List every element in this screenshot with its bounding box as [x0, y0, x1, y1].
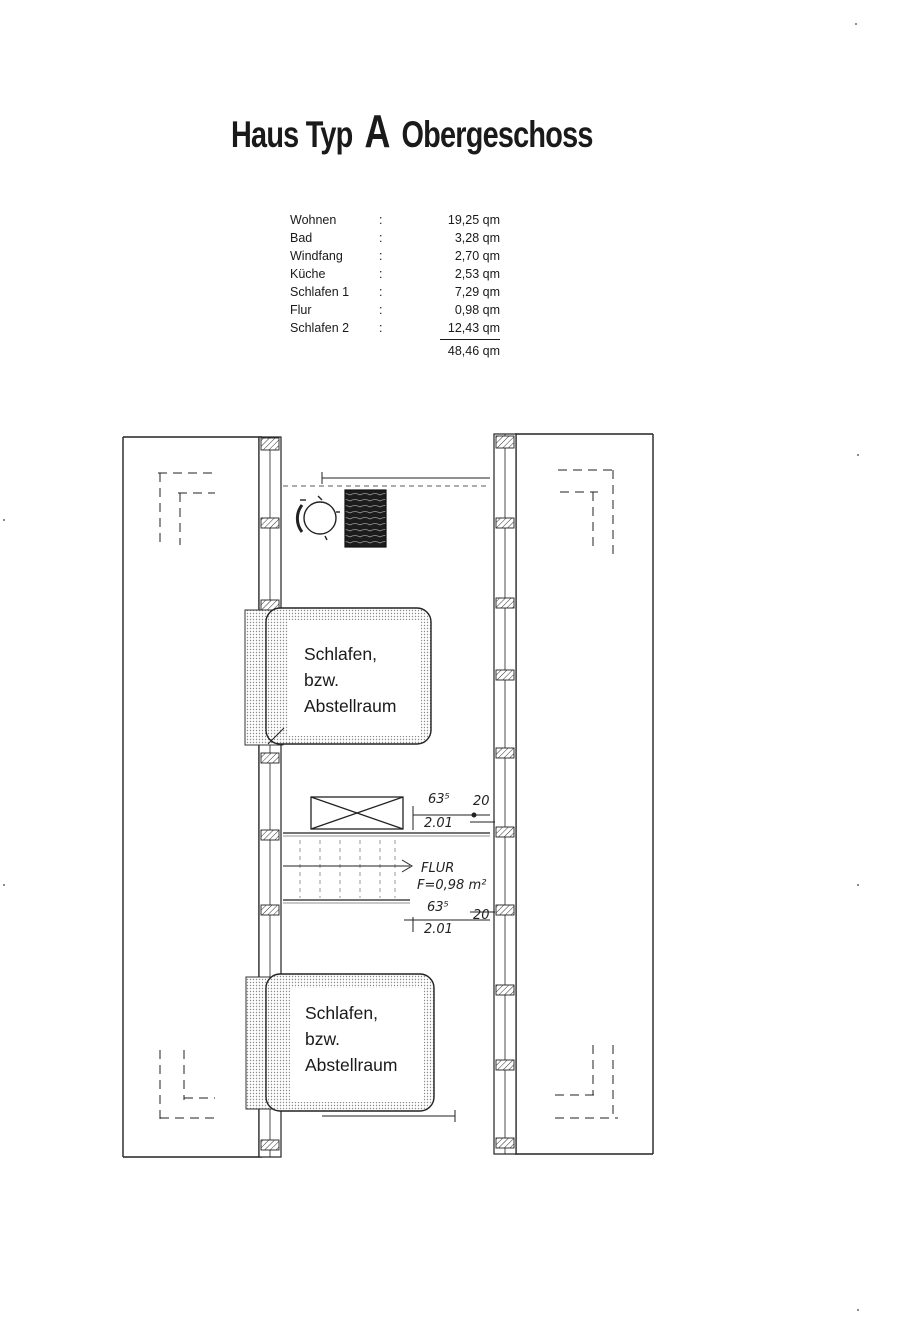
- wood-stool-icon: [344, 489, 387, 548]
- area-colon: :: [379, 231, 383, 245]
- area-row: Schlafen 1 : 7,29 qm: [290, 283, 500, 301]
- room-label-line: Schlafen,: [304, 644, 377, 664]
- area-name: Windfang: [290, 249, 343, 263]
- area-value: 3,28 qm: [454, 231, 500, 245]
- area-value: 12,43 qm: [447, 321, 500, 335]
- dimension-annotation: 2.01: [424, 922, 453, 937]
- area-row: Flur : 0,98 qm: [290, 301, 500, 319]
- sum-line: [440, 339, 500, 340]
- right-wall: [493, 433, 517, 1155]
- area-value: 7,29 qm: [454, 285, 500, 299]
- room-box-bottom: [245, 973, 456, 1122]
- area-value: 19,25 qm: [447, 213, 500, 227]
- right-roof-slope: [515, 433, 654, 1155]
- area-colon: :: [379, 249, 383, 263]
- dimension-marks: [404, 806, 495, 932]
- flur-annotation: FLUR: [421, 861, 455, 876]
- area-row: Küche : 2,53 qm: [290, 265, 500, 283]
- area-value: 0,98 qm: [454, 303, 500, 317]
- page-title: Haus Typ A Obergeschoss: [231, 108, 593, 154]
- room-box-top: [244, 607, 432, 746]
- chimney-box: [310, 796, 404, 830]
- area-value: 2,70 qm: [454, 249, 500, 263]
- area-name: Schlafen 1: [290, 285, 350, 299]
- area-colon: :: [379, 321, 383, 335]
- room-label-bottom: Schlafen, bzw. Abstellraum: [305, 1000, 397, 1078]
- area-total-value: 48,46 qm: [447, 344, 500, 358]
- area-name: Schlafen 2: [290, 321, 350, 335]
- area-table: Wohnen : 19,25 qm Bad : 3,28 qm Windfang…: [290, 211, 500, 359]
- area-colon: :: [379, 285, 383, 299]
- area-row: Bad : 3,28 qm: [290, 229, 500, 247]
- area-row: Wohnen : 19,25 qm: [290, 211, 500, 229]
- room-label-line: bzw.: [305, 1029, 341, 1049]
- room-label-line: Schlafen,: [305, 1003, 378, 1023]
- dimension-annotation: 63⁵: [428, 792, 450, 807]
- top-dimension-line: [283, 472, 490, 487]
- room-label-top: Schlafen, bzw. Abstellraum: [304, 641, 396, 719]
- area-name: Küche: [290, 267, 326, 281]
- title-suffix: Obergeschoss: [401, 114, 594, 155]
- title-letter: A: [364, 105, 390, 157]
- area-row: Windfang : 2,70 qm: [290, 247, 500, 265]
- area-name: Flur: [290, 303, 312, 317]
- area-total-row: 48,46 qm: [290, 339, 500, 359]
- dimension-annotation: 2.01: [424, 816, 453, 831]
- scan-specks: [3, 23, 859, 1311]
- area-name: Bad: [290, 231, 313, 245]
- flur-area-annotation: F=0,98 m²: [417, 878, 487, 893]
- chair-icon: [295, 495, 340, 541]
- staircase: [283, 832, 490, 904]
- room-label-line: bzw.: [304, 670, 340, 690]
- area-colon: :: [379, 303, 383, 317]
- area-value: 2,53 qm: [454, 267, 500, 281]
- title-prefix: Haus Typ: [231, 114, 353, 155]
- area-colon: :: [379, 267, 383, 281]
- dimension-annotation: 20: [473, 794, 490, 809]
- area-colon: :: [379, 213, 383, 227]
- dimension-annotation: 20: [473, 908, 490, 923]
- dimension-annotation: 63⁵: [427, 900, 449, 915]
- area-name: Wohnen: [290, 213, 337, 227]
- area-row: Schlafen 2 : 12,43 qm: [290, 319, 500, 337]
- room-label-line: Abstellraum: [304, 696, 397, 716]
- left-roof-slope: [122, 436, 262, 1158]
- room-label-line: Abstellraum: [305, 1055, 398, 1075]
